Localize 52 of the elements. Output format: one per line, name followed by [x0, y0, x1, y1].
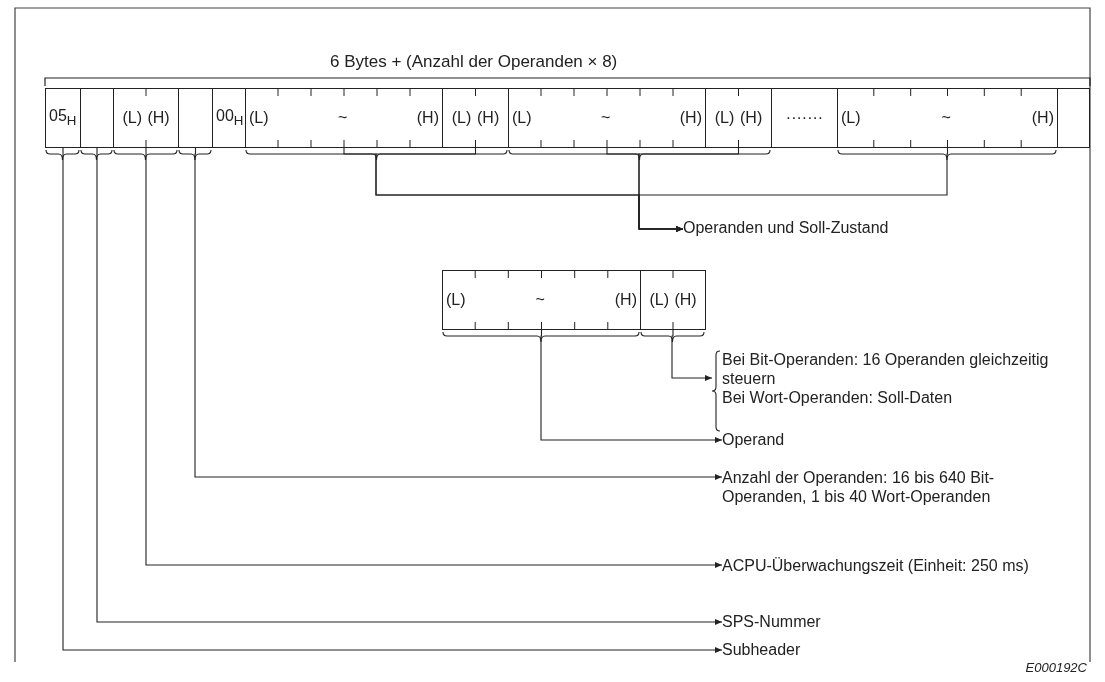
leader-line	[194, 147, 723, 480]
annotation-text: SPS-Nummer	[722, 612, 822, 631]
byte-field	[245, 88, 443, 148]
annotation-text: Operand	[722, 430, 786, 449]
field-text: ~	[941, 109, 951, 127]
leader-line	[145, 147, 723, 568]
field-text: (H)	[147, 109, 170, 127]
leader-line	[540, 329, 723, 443]
leader-line	[671, 329, 713, 381]
field-text: ~	[601, 109, 611, 127]
byte-field	[508, 88, 706, 148]
field-text: (H)	[679, 109, 702, 127]
annotation-text: ACPU-Überwachungszeit (Einheit: 250 ms)	[722, 556, 1030, 575]
byte-field	[442, 88, 509, 148]
field-text: (H)	[614, 291, 637, 309]
byte-field	[640, 270, 706, 330]
byte-field	[837, 88, 1058, 148]
annotation-text: Subheader	[722, 640, 802, 659]
field-text: (L)	[649, 291, 669, 309]
annotation-text: Bei Bit-Operanden: 16 Operanden gleichzeitig steuern	[722, 350, 1050, 388]
byte-field	[771, 88, 838, 148]
byte-field	[1057, 88, 1090, 148]
field-text: (H)	[674, 291, 697, 309]
byte-field	[178, 88, 213, 148]
byte-field	[212, 88, 246, 148]
byte-field	[705, 88, 772, 148]
annotation-text: Bei Wort-Operanden: Soll-Daten	[722, 388, 954, 407]
field-text: (H)	[1031, 109, 1054, 127]
leader-line	[638, 147, 949, 232]
field-text: (L)	[249, 109, 269, 127]
field-text: 05$_{H}$	[49, 107, 77, 129]
field-text: (L)	[841, 109, 861, 127]
field-text: (L)	[714, 109, 735, 127]
field-text: (L)	[512, 109, 532, 127]
field-text: (L)	[451, 109, 472, 127]
dimension-label: 6 Bytes + (Anzahl der Operanden × 8)	[330, 52, 618, 72]
field-text: 00$_{H}$	[216, 107, 244, 129]
field-text: ·······	[785, 109, 824, 127]
byte-field	[45, 88, 81, 148]
field-text: (H)	[740, 109, 763, 127]
annotation-text: Anzahl der Operanden: 16 bis 640 Bit-Operanden, 1 bis 40 Wort-Operanden	[722, 468, 996, 506]
field-text: (H)	[477, 109, 500, 127]
byte-field	[113, 88, 179, 148]
byte-field	[442, 270, 641, 330]
field-text: (L)	[446, 291, 466, 309]
field-text: ~	[338, 109, 348, 127]
field-text: (H)	[416, 109, 439, 127]
annotation-text: Operanden und Soll-Zustand	[683, 218, 890, 237]
byte-field	[80, 88, 114, 148]
figure-code: E000192C	[1025, 660, 1087, 675]
field-text: (L)	[122, 109, 142, 127]
field-text: ~	[535, 291, 545, 309]
